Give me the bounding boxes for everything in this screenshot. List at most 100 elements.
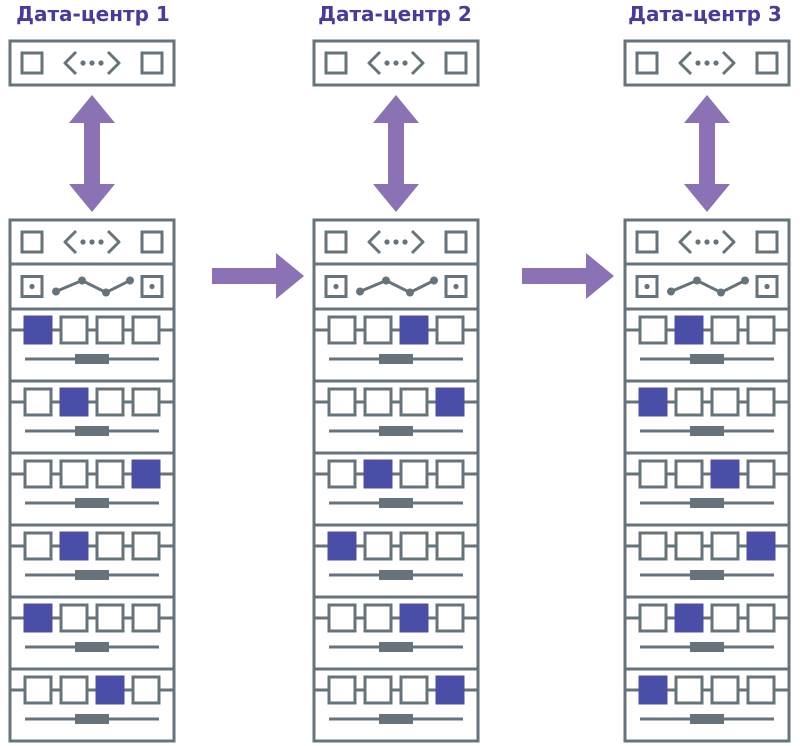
status-bar xyxy=(379,714,413,724)
network-node xyxy=(406,288,414,297)
server-slot-icon xyxy=(363,315,393,345)
status-bar xyxy=(75,570,109,580)
server-slot-icon xyxy=(363,531,393,561)
sync-arrows-icon xyxy=(678,50,736,76)
server-slot-icon xyxy=(399,459,429,489)
network-icon xyxy=(52,276,134,297)
arrow-left-head xyxy=(367,229,382,255)
server-slot-active xyxy=(95,675,125,705)
server-slot-icon xyxy=(95,603,125,633)
server-slot-icon xyxy=(327,603,357,633)
server-slot-active xyxy=(435,387,465,417)
arrow-right-head xyxy=(106,229,121,255)
server-slot-icon xyxy=(327,675,357,705)
status-bar xyxy=(690,498,724,508)
server-unit xyxy=(8,379,176,455)
server-slot-icon xyxy=(710,603,740,633)
arrow-left-head xyxy=(367,50,382,76)
server-slot-icon xyxy=(131,675,161,705)
server-slot-icon xyxy=(131,387,161,417)
port-square xyxy=(755,51,779,75)
dot xyxy=(704,60,710,66)
network-node xyxy=(382,276,390,285)
sync-arrows-icon xyxy=(63,229,121,255)
arrow-right-head xyxy=(106,50,121,76)
status-bar xyxy=(75,714,109,724)
rack-sync-unit xyxy=(8,218,176,266)
dot xyxy=(384,60,390,66)
status-bar xyxy=(379,498,413,508)
horizontal-sync-arrow-2-3 xyxy=(494,253,614,299)
horizontal-sync-arrow-1-2 xyxy=(184,253,304,299)
server-slot-icon xyxy=(23,531,53,561)
datacenter-3 xyxy=(623,39,791,743)
dot xyxy=(402,60,408,66)
network-line xyxy=(670,278,746,295)
port-square xyxy=(755,230,779,254)
arrow-left-head xyxy=(678,50,693,76)
server-slot-icon xyxy=(746,459,776,489)
dot xyxy=(89,239,95,245)
server-unit xyxy=(8,595,176,671)
server-slot-icon xyxy=(363,387,393,417)
server-unit xyxy=(623,451,791,527)
server-slot-icon xyxy=(131,315,161,345)
server-unit xyxy=(312,667,480,743)
server-slot-active xyxy=(399,315,429,345)
server-unit xyxy=(312,307,480,383)
server-unit xyxy=(8,307,176,383)
server-slot-icon xyxy=(746,387,776,417)
status-bar xyxy=(379,642,413,652)
server-slot-active xyxy=(638,675,668,705)
server-slot-icon xyxy=(95,387,125,417)
server-slot-active xyxy=(399,603,429,633)
status-bar xyxy=(75,426,109,436)
server-slot-icon xyxy=(95,315,125,345)
server-slot-icon xyxy=(674,531,704,561)
dot xyxy=(80,239,86,245)
server-slot-active xyxy=(23,603,53,633)
server-unit xyxy=(312,379,480,455)
server-slot-icon xyxy=(59,315,89,345)
vertical-sync-arrow-3 xyxy=(684,95,730,212)
server-slot-icon xyxy=(674,387,704,417)
server-rack xyxy=(8,218,176,743)
server-slot-icon xyxy=(399,531,429,561)
dot xyxy=(695,239,701,245)
server-slot-icon xyxy=(638,315,668,345)
server-slot-icon xyxy=(59,459,89,489)
datacenter-1-title: Дата-центр 1 xyxy=(16,2,170,26)
server-slot-icon xyxy=(363,603,393,633)
network-node xyxy=(78,276,86,285)
dot xyxy=(80,60,86,66)
server-slot-icon xyxy=(746,675,776,705)
dot xyxy=(402,239,408,245)
server-slot-active xyxy=(674,603,704,633)
server-slot-icon xyxy=(710,531,740,561)
dot xyxy=(89,60,95,66)
server-slot-icon xyxy=(23,387,53,417)
server-slot-icon xyxy=(638,459,668,489)
network-node xyxy=(667,287,675,296)
status-bar xyxy=(379,570,413,580)
dot xyxy=(713,239,719,245)
server-slot-active xyxy=(59,531,89,561)
port-dot xyxy=(453,283,459,290)
server-slot-active xyxy=(59,387,89,417)
server-slot-icon xyxy=(95,459,125,489)
port-square xyxy=(635,230,659,254)
datacenter-2-title: Дата-центр 2 xyxy=(318,2,472,26)
rack-sync-unit xyxy=(312,218,480,266)
port-square xyxy=(20,230,44,254)
dot xyxy=(695,60,701,66)
server-slot-icon xyxy=(131,603,161,633)
network-node xyxy=(693,276,701,285)
server-slot-icon xyxy=(435,459,465,489)
server-unit xyxy=(623,307,791,383)
status-bar xyxy=(75,354,109,364)
network-unit xyxy=(623,262,791,311)
server-slot-active xyxy=(638,387,668,417)
sync-arrows-icon xyxy=(367,229,425,255)
server-slot-icon xyxy=(710,315,740,345)
